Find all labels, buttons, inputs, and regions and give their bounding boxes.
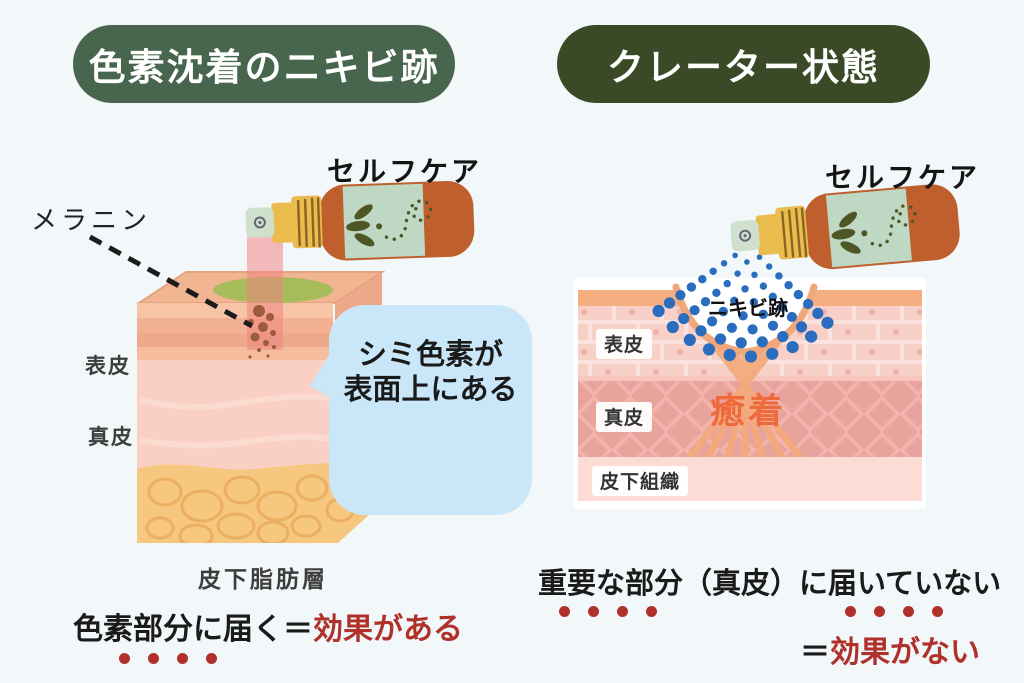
epidermis-label-left: 表皮: [85, 355, 131, 378]
emphasis-dots-right-b: [845, 606, 943, 617]
melanin-spots: [248, 305, 276, 359]
bubble-note-line1: シミ色素が: [357, 339, 503, 371]
caption-right-red: 効果がない: [830, 636, 980, 669]
adhesion-lines: [686, 322, 804, 457]
acne-scar-label: ニキビ跡: [708, 298, 788, 320]
epidermis-label-right: 表皮: [596, 329, 653, 359]
melanin-label: メラニン: [31, 205, 152, 235]
selfcare-label-left: セルフケア: [327, 156, 483, 187]
emphasis-dots-left: [119, 653, 217, 664]
spray-beam: [247, 236, 283, 350]
spray-bottle-right: [726, 180, 964, 280]
skin-cross-section-left: [135, 271, 386, 543]
dermis-label-right: 真皮: [596, 402, 653, 432]
header-pigmented-scar: 色素沈着のニキビ跡: [73, 25, 455, 103]
subcutaneous-label-right: 皮下組織: [592, 466, 689, 496]
caption-right-line2: ＝効果がない: [800, 627, 980, 671]
emphasis-dots-right-a: [559, 606, 657, 617]
melanin-pointer-line: [88, 234, 254, 329]
caption-left: 色素部分に届く＝効果がある: [73, 604, 463, 648]
bubble-note: シミ色素が 表面上にある: [329, 338, 532, 408]
caption-right-equals: ＝: [800, 636, 830, 669]
caption-left-red: 効果がある: [313, 613, 463, 646]
adhesion-label: 癒着: [709, 392, 786, 431]
caption-right-line1: 重要な部分（真皮）に届いていない: [538, 568, 1002, 600]
speech-bubble: [310, 305, 532, 515]
dermis-label-left: 真皮: [88, 426, 134, 449]
spray-droplets: [652, 234, 834, 363]
selfcare-label-right: セルフケア: [825, 162, 981, 193]
fat-layer-label: 皮下脂肪層: [198, 566, 328, 592]
caption-left-black: 色素部分に届く＝: [73, 613, 313, 646]
bubble-note-line2: 表面上にある: [343, 373, 518, 406]
header-crater-state: クレーター状態: [557, 25, 930, 103]
